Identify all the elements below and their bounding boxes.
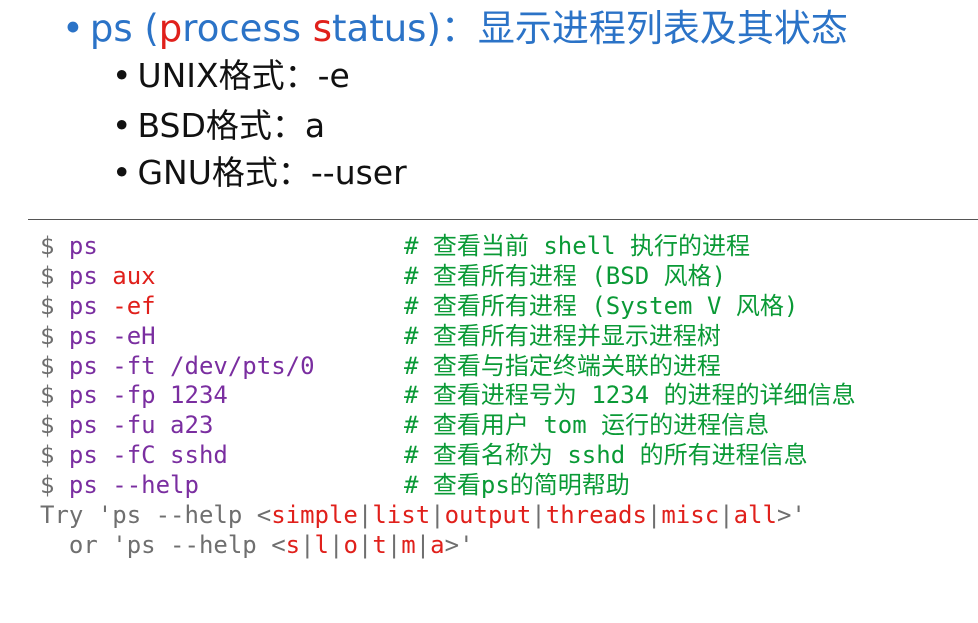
prompt: $ xyxy=(40,351,55,380)
prompt: $ xyxy=(40,261,55,290)
command: ps -ft /dev/pts/0 xyxy=(68,351,315,380)
highlight-p: p xyxy=(158,7,183,50)
command: ps xyxy=(68,261,98,290)
bullet-dot: • xyxy=(112,106,132,145)
format-text: GNU格式：--user xyxy=(137,153,407,192)
terminal-line: $ ps -fp 1234 # 查看进程号为 1234 的进程的详细信息 xyxy=(40,381,975,411)
help-option: m xyxy=(401,530,416,559)
format-text: UNIX格式：-e xyxy=(137,56,350,95)
option-separator: | xyxy=(300,530,315,559)
help-prefix: or 'ps --help < xyxy=(40,530,286,559)
option-separator: | xyxy=(646,501,662,530)
ps-heading: •ps (process status)：显示进程列表及其状态 xyxy=(62,6,848,52)
help-hint-line: Try 'ps --help <simple|list|output|threa… xyxy=(40,501,975,531)
help-suffix: >' xyxy=(776,501,806,530)
help-hint-line: or 'ps --help <s|l|o|t|m|a>' xyxy=(40,531,975,561)
comment: # 查看当前 shell 执行的进程 xyxy=(404,232,751,260)
option-separator: | xyxy=(531,501,546,530)
highlight-s: s xyxy=(312,7,333,50)
command: ps --help xyxy=(68,471,199,500)
prompt: $ xyxy=(40,291,55,320)
help-option: list xyxy=(372,501,431,530)
format-item-unix: •UNIX格式：-e xyxy=(112,56,350,96)
help-option: l xyxy=(314,530,329,559)
help-option: a xyxy=(430,530,445,559)
help-option: s xyxy=(285,530,301,559)
prompt: $ xyxy=(40,321,55,350)
heading-rocess: rocess xyxy=(182,7,313,50)
command: ps xyxy=(68,291,98,320)
format-item-bsd: •BSD格式：a xyxy=(112,106,325,146)
format-text: BSD格式：a xyxy=(137,106,326,145)
heading-tatus: tatus) xyxy=(332,7,441,50)
help-option: all xyxy=(733,501,777,530)
prompt: $ xyxy=(40,381,55,410)
help-option: threads xyxy=(545,501,647,530)
terminal-line: $ ps -fC sshd # 查看名称为 sshd 的所有进程信息 xyxy=(40,441,975,471)
command: ps -eH xyxy=(68,321,156,350)
option-separator: | xyxy=(415,530,431,559)
option-separator: | xyxy=(329,530,344,559)
option-separator: | xyxy=(719,501,734,530)
bullet-dot: • xyxy=(62,7,84,50)
command-args: aux xyxy=(112,261,156,290)
terminal-line: $ ps -ef # 查看所有进程 (System V 风格) xyxy=(40,292,975,322)
command: ps -fu a23 xyxy=(68,411,214,440)
help-option: output xyxy=(444,501,532,530)
terminal-line: $ ps -fu a23 # 查看用户 tom 运行的进程信息 xyxy=(40,411,975,441)
divider-line xyxy=(28,219,978,220)
help-option: o xyxy=(343,530,358,559)
help-option: simple xyxy=(271,501,358,530)
bullet-dot: • xyxy=(112,153,132,192)
help-option: t xyxy=(372,530,387,559)
command: ps -fp 1234 xyxy=(68,381,228,410)
comment: # 查看进程号为 1234 的进程的详细信息 xyxy=(404,381,856,410)
command-args: -ef xyxy=(112,291,156,320)
comment: # 查看ps的简明帮助 xyxy=(404,471,630,500)
help-option: misc xyxy=(661,501,720,530)
terminal-line: $ ps # 查看当前 shell 执行的进程 xyxy=(40,232,975,262)
terminal-block: $ ps # 查看当前 shell 执行的进程 $ ps aux # 查看所有进… xyxy=(40,232,975,561)
help-suffix: >' xyxy=(444,530,474,559)
command: ps xyxy=(68,232,98,260)
option-separator: | xyxy=(386,530,402,559)
option-separator: | xyxy=(357,530,373,559)
prompt: $ xyxy=(40,471,55,500)
comment: # 查看所有进程 (BSD 风格) xyxy=(404,261,727,290)
help-prefix: Try 'ps --help < xyxy=(40,501,272,530)
comment: # 查看所有进程 (System V 风格) xyxy=(404,291,799,320)
terminal-line: $ ps -ft /dev/pts/0 # 查看与指定终端关联的进程 xyxy=(40,352,975,382)
prompt: $ xyxy=(40,411,55,440)
terminal-line: $ ps --help # 查看ps的简明帮助 xyxy=(40,471,975,501)
terminal-line: $ ps -eH # 查看所有进程并显示进程树 xyxy=(40,322,975,352)
comment: # 查看与指定终端关联的进程 xyxy=(404,351,721,380)
format-item-gnu: •GNU格式：--user xyxy=(112,153,407,193)
bullet-dot: • xyxy=(112,56,132,95)
prompt: $ xyxy=(40,232,55,260)
option-separator: | xyxy=(430,501,445,530)
command: ps -fC sshd xyxy=(68,441,228,470)
comment: # 查看所有进程并显示进程树 xyxy=(404,321,721,350)
heading-description: ：显示进程列表及其状态 xyxy=(440,7,848,50)
heading-open-paren: ( xyxy=(132,7,159,50)
comment: # 查看名称为 sshd 的所有进程信息 xyxy=(404,441,808,470)
option-separator: | xyxy=(357,501,373,530)
comment: # 查看用户 tom 运行的进程信息 xyxy=(404,411,770,440)
terminal-line: $ ps aux # 查看所有进程 (BSD 风格) xyxy=(40,262,975,292)
prompt: $ xyxy=(40,441,55,470)
ps-command: ps xyxy=(89,7,133,50)
